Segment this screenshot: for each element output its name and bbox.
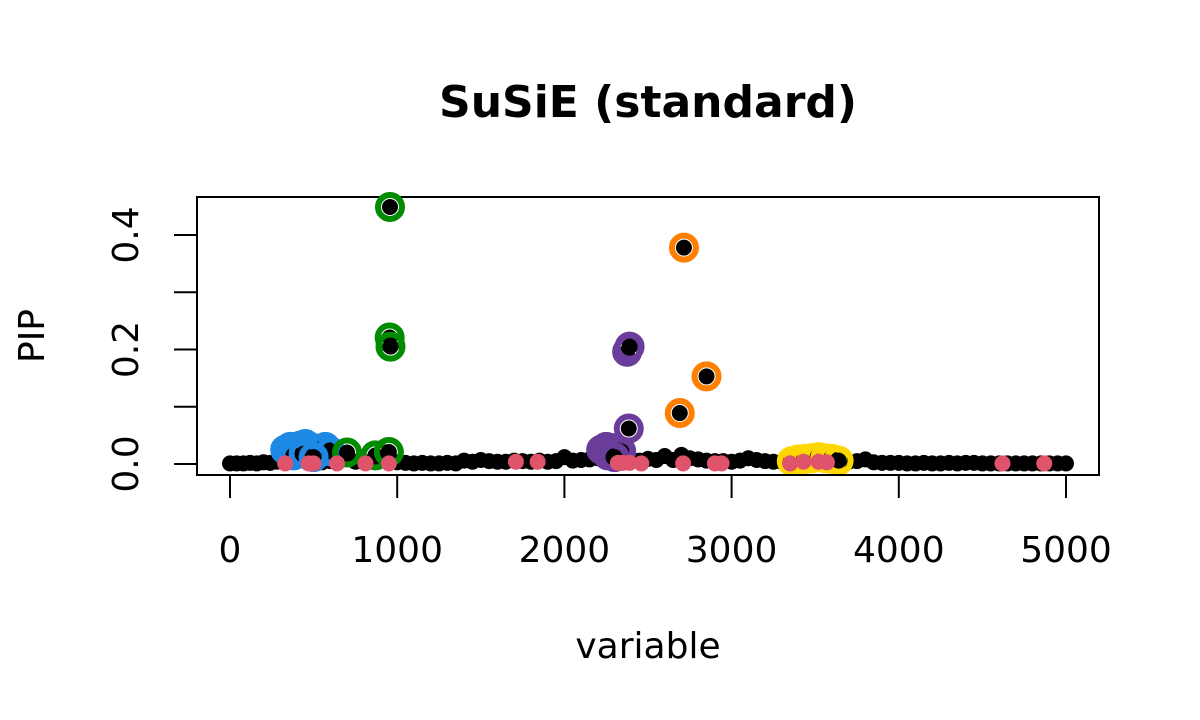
true-effect-point bbox=[507, 453, 524, 470]
plot-frame bbox=[196, 196, 1100, 476]
data-point bbox=[621, 338, 638, 355]
data-point bbox=[830, 452, 847, 469]
true-effect-point bbox=[818, 454, 835, 471]
true-effect-point bbox=[380, 455, 397, 472]
data-point bbox=[671, 405, 688, 422]
y-tick-label: 0.4 bbox=[106, 206, 147, 263]
true-effect-point bbox=[357, 455, 374, 472]
true-effect-point bbox=[675, 455, 692, 472]
true-effect-point bbox=[305, 455, 322, 472]
credible-set-point bbox=[332, 437, 363, 468]
x-axis-label: variable bbox=[575, 626, 720, 667]
x-tick-label: 0 bbox=[219, 530, 242, 571]
x-tick-label: 2000 bbox=[519, 530, 611, 571]
true-effect-point bbox=[1036, 455, 1053, 472]
x-axis: 0 1000 2000 3000 4000 5000 bbox=[219, 474, 1112, 571]
data-point bbox=[620, 420, 637, 437]
x-tick-label: 4000 bbox=[853, 530, 945, 571]
data-point bbox=[339, 444, 356, 461]
true-effect-point bbox=[329, 455, 346, 472]
data-point bbox=[675, 239, 692, 256]
true-effect-point bbox=[633, 455, 650, 472]
x-tick-label: 3000 bbox=[686, 530, 778, 571]
true-effect-point bbox=[782, 455, 799, 472]
data-point bbox=[698, 368, 715, 385]
true-effect-point bbox=[713, 455, 730, 472]
data-point bbox=[382, 338, 399, 355]
x-tick-label: 5000 bbox=[1020, 530, 1112, 571]
true-effect-point bbox=[994, 455, 1011, 472]
data-point bbox=[1058, 455, 1074, 472]
credible-set-point bbox=[664, 398, 695, 429]
credible-set-point bbox=[614, 331, 645, 362]
credible-set-point bbox=[375, 191, 406, 222]
chart-title: SuSiE (standard) bbox=[439, 77, 857, 128]
true-effect-point bbox=[277, 455, 294, 472]
points-layer bbox=[222, 191, 1074, 477]
y-axis: 0.0 0.2 0.4 bbox=[106, 206, 198, 493]
y-tick-label: 0.2 bbox=[106, 321, 147, 378]
y-tick-label: 0.0 bbox=[106, 435, 147, 492]
data-point bbox=[380, 443, 397, 460]
credible-set-point bbox=[668, 232, 699, 263]
x-tick-label: 1000 bbox=[351, 530, 443, 571]
true-effect-point bbox=[795, 453, 812, 470]
y-axis-label: PIP bbox=[12, 309, 53, 363]
true-effect-point bbox=[529, 453, 546, 470]
credible-set-point bbox=[375, 331, 406, 362]
true-effect-point bbox=[621, 454, 638, 471]
credible-set-point bbox=[691, 361, 722, 392]
data-point bbox=[382, 198, 399, 215]
